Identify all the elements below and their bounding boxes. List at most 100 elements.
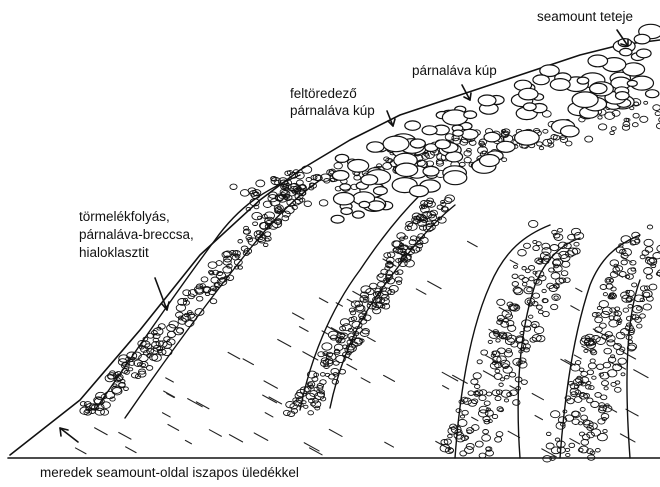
rubble-clast (597, 364, 604, 369)
rubble-clast (496, 339, 500, 342)
rubble-clast (546, 432, 551, 435)
pillow-blob (423, 166, 439, 176)
rubble-clast (581, 439, 589, 445)
rubble-clast (377, 164, 382, 168)
sediment-dash (293, 313, 304, 319)
rubble-clast (646, 275, 652, 279)
pillow-blob (515, 130, 540, 145)
label-debris-1: törmelékfolyás, (79, 209, 170, 225)
rubble-clast (167, 331, 175, 337)
pillow-blob (335, 154, 348, 162)
rubble-clast (644, 239, 653, 246)
sediment-dash (126, 447, 136, 453)
pillow-blob (646, 90, 659, 98)
pillow-blob (405, 121, 421, 130)
rubble-clast (460, 451, 467, 456)
sediment-dash (254, 433, 268, 440)
rubble-clast (632, 123, 638, 127)
sediment-dash (443, 386, 449, 389)
rubble-clast (146, 366, 152, 371)
rubble-clast (495, 396, 501, 400)
rubble-clast (481, 350, 488, 355)
rubble-clast (579, 432, 584, 436)
rubble-clast (562, 261, 570, 267)
pillow-blob (361, 175, 378, 185)
rubble-clast (633, 113, 639, 118)
sediment-dash (510, 260, 518, 264)
sediment-dash (535, 416, 542, 420)
pillow-blob (590, 83, 607, 93)
rubble-clast (543, 129, 548, 133)
sediment-dash (483, 371, 495, 377)
sediment-dash (185, 440, 191, 443)
rubble-clast (124, 387, 129, 391)
sediment-dash (75, 448, 86, 454)
rubble-clast (308, 411, 314, 415)
rubble-clast (483, 430, 489, 434)
rubble-clast (529, 220, 538, 227)
pillow-blob (374, 187, 388, 195)
sediment-dash (264, 381, 277, 388)
rubble-clast (647, 225, 652, 229)
pillow-blob (341, 208, 352, 215)
rubble-clast (634, 102, 639, 105)
sediment-dash (95, 428, 108, 435)
rubble-clast (513, 400, 520, 406)
rubble-clast (322, 343, 332, 350)
rubble-clast (611, 382, 616, 386)
rubble-clast (183, 290, 191, 296)
rubble-clast (610, 131, 615, 134)
rubble-clast (656, 123, 660, 129)
rubble-clast (565, 448, 569, 451)
pillow-blob (637, 49, 652, 58)
pillow-blob (616, 92, 630, 100)
rubble-clast (653, 253, 660, 259)
rubble-clast (201, 277, 208, 282)
rubble-clast (637, 324, 642, 328)
rubble-clast (522, 278, 528, 283)
rubble-clast (537, 142, 543, 146)
rubble-clast (533, 246, 540, 251)
rubble-clast (621, 260, 627, 265)
rubble-clast (448, 434, 453, 437)
rubble-clast (527, 288, 532, 292)
pillow-blob (331, 215, 344, 223)
pillow-blob (533, 75, 549, 85)
rubble-clast (649, 284, 657, 290)
sediment-dash (167, 393, 174, 397)
rubble-clast (592, 376, 596, 379)
rubble-clast (473, 373, 481, 379)
label-breaking-cone-1: feltöredező (290, 86, 357, 102)
rubble-clast (389, 285, 398, 292)
sediment-dash (384, 375, 395, 381)
sediment-dash (243, 359, 253, 365)
sediment-dash (299, 327, 308, 332)
pillow-blob (442, 110, 467, 125)
label-summit: seamount teteje (537, 9, 633, 25)
pillow-blob (334, 193, 355, 205)
rubble-clast (609, 279, 613, 282)
sediment-dash (229, 435, 242, 442)
rubble-clast (566, 453, 570, 456)
rubble-clast (561, 271, 568, 276)
rubble-clast (615, 387, 622, 392)
pillow-blob (462, 129, 479, 139)
pillow-blob (561, 126, 580, 137)
rubble-clast (537, 305, 543, 309)
sediment-dash (331, 328, 346, 336)
pillow-blob (484, 132, 500, 142)
rubble-clast (602, 307, 612, 314)
rubble-clast (197, 296, 203, 301)
rubble-clast (558, 228, 563, 232)
rubble-clast (640, 116, 648, 122)
pillow-blob (435, 140, 450, 149)
sediment-dash (416, 289, 426, 294)
rubble-clast (174, 328, 184, 335)
rubble-clast (529, 277, 534, 281)
rubble-clast (524, 243, 531, 248)
rubble-clast (460, 415, 464, 418)
rubble-clast (623, 308, 628, 312)
pillow-lava-cones (331, 24, 660, 223)
rubble-clast (555, 438, 559, 441)
